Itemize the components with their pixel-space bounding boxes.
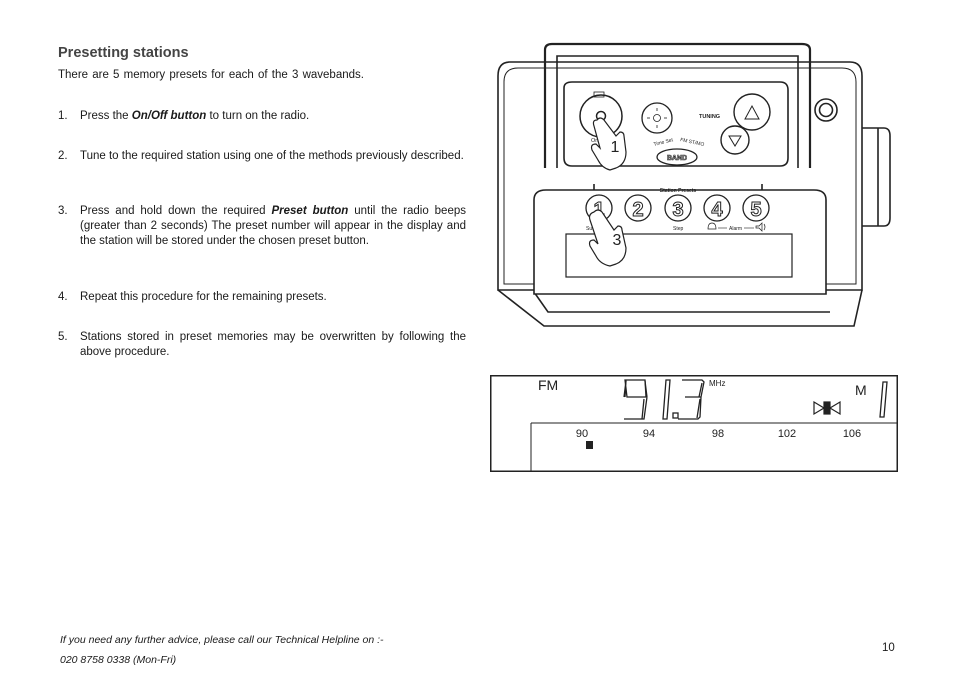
preset-label: 3 <box>672 199 683 221</box>
radio-illustration: On/Off TUNING Time Set FM ST/MO BAND Sta… <box>497 42 891 327</box>
step-text: Repeat this procedure for the remaining … <box>80 291 327 303</box>
power-icon <box>593 91 605 98</box>
footer-phone-number: 020 8758 0338 (Mon-Fri) <box>60 654 177 666</box>
station-presets-label: Station Presets <box>660 188 697 194</box>
step-number: 4. <box>58 291 68 303</box>
section-heading: Presetting stations <box>58 45 189 61</box>
preset-button-4[interactable]: 4 <box>703 194 731 222</box>
intro-paragraph: There are 5 memory presets for each of t… <box>58 69 364 81</box>
preset-number-digit <box>879 381 888 418</box>
preset-button-3[interactable]: 3 <box>664 194 692 222</box>
preset-button-2[interactable]: 2 <box>624 194 652 222</box>
callout-number: 1 <box>611 139 620 156</box>
tune-down-button[interactable] <box>720 125 750 155</box>
scale-label: 90 <box>576 428 588 440</box>
step-emphasis: On/Off button <box>131 110 207 122</box>
step-text: Press and hold down the required <box>80 205 272 217</box>
down-arrow-icon <box>728 135 742 147</box>
preset-label: 4 <box>711 199 723 221</box>
step-number: 2. <box>58 150 68 162</box>
unit-label: MHz <box>709 379 725 388</box>
step-text-end: to turn on the radio. <box>206 110 310 122</box>
step-item: 4. Repeat this procedure for the remaini… <box>58 290 466 305</box>
band-button[interactable] <box>656 148 698 166</box>
scale-label: 98 <box>712 428 724 440</box>
step-text: Tune to the required station using one o… <box>80 150 464 162</box>
lcd-display: FM MHz M 90 94 98 102 106 <box>490 375 898 472</box>
bell-icon <box>707 222 717 230</box>
step-text: Press the <box>80 110 132 122</box>
step-label: Step <box>673 226 684 232</box>
step-number: 1. <box>58 110 68 122</box>
mode-indicator: M <box>855 382 867 398</box>
step-item: 3. Press and hold down the required Pres… <box>58 204 466 249</box>
speaker-icon <box>755 222 766 232</box>
frequency-readout <box>623 379 705 420</box>
scale-label: 102 <box>778 428 796 440</box>
callout-number: 3 <box>613 232 622 249</box>
scale-label: 106 <box>843 428 861 440</box>
tune-up-button[interactable] <box>733 93 771 131</box>
step-item: 1. Press the On/Off button to turn on th… <box>58 109 466 124</box>
step-item: 2. Tune to the required station using on… <box>58 149 466 164</box>
step-emphasis: Preset button <box>271 205 349 217</box>
step-number: 3. <box>58 205 68 217</box>
alarm-label: Alarm <box>729 226 742 232</box>
preset-button-5[interactable]: 5 <box>742 194 770 222</box>
hand-pointer-icon <box>588 209 627 267</box>
page-number: 10 <box>882 642 895 654</box>
step-text: Stations stored in preset memories may b… <box>80 331 466 358</box>
fm-st-mo-label: FM ST/MO <box>680 137 705 148</box>
light-icon <box>647 108 667 128</box>
step-number: 5. <box>58 331 68 343</box>
scale-label: 94 <box>643 428 655 440</box>
scale-marker-icon <box>586 441 593 449</box>
bowtie-signal-icon <box>813 400 841 416</box>
up-arrow-icon <box>744 104 760 120</box>
step-text-end: until the radio beeps (greater than 2 se… <box>80 205 466 247</box>
step-item: 5. Stations stored in preset memories ma… <box>58 330 466 360</box>
footer-helpline-text: If you need any further advice, please c… <box>60 634 384 646</box>
tuning-label: TUNING <box>699 114 720 120</box>
time-set-label: Time Set <box>653 137 674 148</box>
hand-pointer-icon <box>590 117 627 171</box>
band-label: BAND <box>667 155 687 162</box>
preset-label: 2 <box>632 199 643 221</box>
preset-label: 5 <box>750 199 761 221</box>
light-button[interactable] <box>641 102 673 134</box>
band-indicator: FM <box>538 377 558 393</box>
footer: If you need any further advice, please c… <box>60 630 384 670</box>
